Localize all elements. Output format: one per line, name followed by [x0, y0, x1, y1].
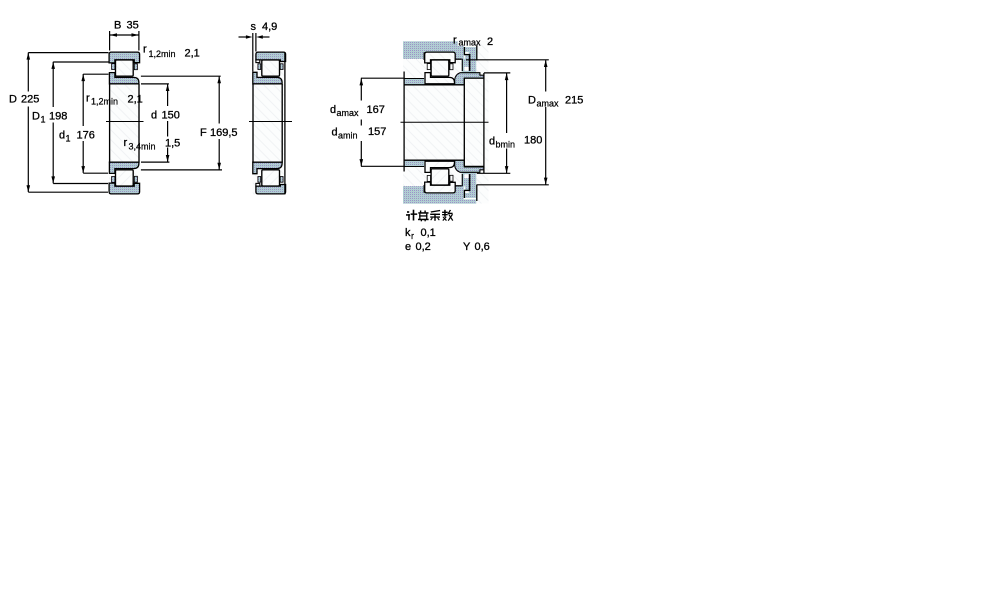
svg-text:169,5: 169,5	[210, 127, 238, 139]
svg-text:D: D	[9, 94, 17, 106]
svg-text:1: 1	[66, 134, 71, 144]
svg-text:35: 35	[127, 20, 139, 32]
svg-text:d: d	[489, 136, 495, 148]
svg-text:225: 225	[21, 94, 39, 106]
svg-text:1,5: 1,5	[165, 138, 180, 150]
svg-text:2: 2	[487, 36, 493, 48]
svg-text:1: 1	[41, 115, 46, 125]
svg-text:4,9: 4,9	[262, 21, 277, 33]
svg-text:d: d	[59, 130, 65, 142]
svg-text:Y: Y	[463, 241, 471, 253]
svg-text:D: D	[32, 111, 40, 123]
svg-text:167: 167	[367, 104, 385, 116]
svg-text:180: 180	[524, 135, 542, 147]
svg-text:bmin: bmin	[496, 140, 516, 150]
svg-text:1,2min: 1,2min	[91, 97, 118, 107]
svg-text:amax: amax	[537, 99, 560, 109]
svg-text:150: 150	[162, 110, 180, 122]
svg-text:157: 157	[368, 126, 386, 138]
svg-text:B: B	[114, 20, 121, 32]
svg-text:amax: amax	[337, 108, 360, 118]
svg-text:198: 198	[49, 111, 67, 123]
svg-text:0,6: 0,6	[475, 241, 490, 253]
svg-text:215: 215	[565, 95, 583, 107]
svg-text:r: r	[453, 35, 457, 47]
svg-text:D: D	[528, 95, 536, 107]
svg-text:F: F	[200, 127, 207, 139]
svg-text:3,4min: 3,4min	[129, 142, 156, 152]
svg-text:e: e	[405, 241, 411, 253]
svg-text:amax: amax	[459, 38, 482, 48]
svg-text:0,1: 0,1	[421, 227, 436, 239]
svg-text:2,1: 2,1	[185, 48, 200, 60]
svg-text:d: d	[330, 104, 336, 116]
svg-text:0,2: 0,2	[416, 241, 431, 253]
svg-text:amin: amin	[338, 131, 358, 141]
svg-text:s: s	[251, 21, 257, 33]
svg-text:r: r	[411, 231, 414, 241]
svg-text:176: 176	[77, 130, 95, 142]
svg-text:r: r	[143, 44, 147, 56]
svg-text:d: d	[151, 110, 157, 122]
svg-text:k: k	[405, 227, 411, 239]
svg-text:d: d	[332, 127, 338, 139]
svg-text:r: r	[86, 93, 90, 105]
svg-text:r: r	[124, 137, 128, 149]
svg-text:1,2min: 1,2min	[149, 49, 176, 59]
svg-text:2,1: 2,1	[128, 94, 143, 106]
